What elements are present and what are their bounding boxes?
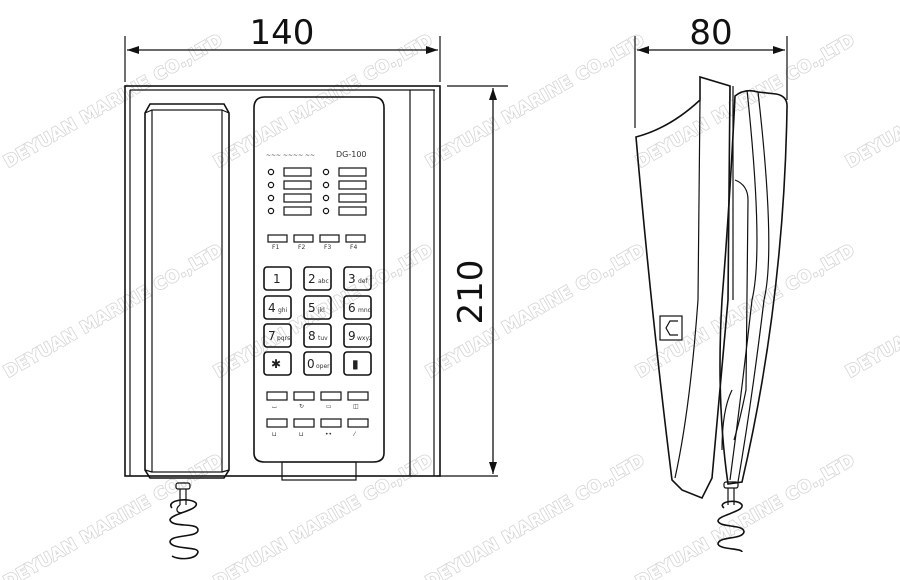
- height-dimension: 210: [437, 85, 508, 477]
- side-view: [635, 75, 788, 553]
- keypad-panel: ~~~ ~~~~ ~~ DG-100 F1 F2 F3 F4: [253, 96, 385, 481]
- handset-front: [144, 103, 230, 479]
- svg-text:9: 9: [348, 329, 356, 343]
- svg-text:⊔: ⊔: [299, 431, 304, 438]
- svg-text:5: 5: [308, 301, 316, 315]
- svg-text:⊔: ⊔: [272, 431, 277, 438]
- svg-text:jkl: jkl: [317, 307, 325, 314]
- coiled-cord-side: [717, 481, 745, 553]
- function-keys-top: F1 F2 F3 F4: [267, 234, 366, 251]
- model-label: DG-100: [336, 150, 367, 159]
- svg-text:✱: ✱: [271, 357, 281, 371]
- front-view: ~~~ ~~~~ ~~ DG-100 F1 F2 F3 F4: [124, 85, 441, 560]
- svg-text:wxyz: wxyz: [357, 335, 372, 342]
- svg-text:abc: abc: [318, 278, 329, 285]
- handset-side: [719, 89, 788, 485]
- svg-text:7: 7: [268, 329, 276, 343]
- svg-text:2: 2: [308, 272, 316, 286]
- svg-text:DEYUAN MARINE CO.,LTD: DEYUAN MARINE CO.,LTD: [1, 450, 227, 580]
- svg-text:⁄: ⁄: [352, 431, 357, 438]
- svg-text:F1: F1: [272, 244, 279, 251]
- svg-text:F3: F3: [324, 244, 331, 251]
- svg-text:DEYUAN MARINE CO.,LTD: DEYUAN MARINE CO.,LTD: [423, 30, 649, 172]
- function-keys-bottom: ⌴ ↻ ▭ ◫ ⊔ ⊔ •• ⁄: [266, 391, 369, 438]
- depth-value: 80: [689, 13, 732, 53]
- svg-text:1: 1: [273, 272, 281, 286]
- svg-text:8: 8: [308, 329, 316, 343]
- depth-dimension: 80: [634, 13, 788, 128]
- svg-text:DEYUAN MARINE CO.,LTD: DEYUAN MARINE CO.,LTD: [423, 450, 649, 580]
- svg-text:DEYUAN MARINE CO.,LTD: DEYUAN MARINE CO.,LTD: [211, 30, 437, 172]
- svg-text:DEYUAN MARINE CO.,LTD: DEYUAN MARINE CO.,LTD: [211, 450, 437, 580]
- svg-text:DEYUAN MARINE CO.,LTD: DEYUAN MARINE CO.,LTD: [1, 30, 227, 172]
- svg-text:▮: ▮: [352, 357, 359, 371]
- svg-text:••: ••: [325, 431, 332, 438]
- svg-text:4: 4: [268, 301, 276, 315]
- svg-text:F4: F4: [350, 244, 357, 251]
- hook-icon: [659, 315, 683, 341]
- svg-text:ghi: ghi: [278, 307, 288, 314]
- svg-text:oper: oper: [316, 363, 330, 370]
- svg-text:⌴: ⌴: [272, 403, 277, 410]
- height-value: 210: [451, 260, 491, 325]
- width-dimension: 140: [124, 13, 441, 82]
- svg-text:◫: ◫: [353, 403, 359, 410]
- svg-text:F2: F2: [298, 244, 305, 251]
- svg-text:↻: ↻: [299, 403, 304, 410]
- svg-text:DEYUAN MARINE CO.,LTD: DEYUAN MARINE CO.,LTD: [633, 30, 859, 172]
- svg-text:mno: mno: [358, 307, 372, 314]
- svg-text:6: 6: [348, 301, 356, 315]
- indicator-grid: [267, 167, 367, 216]
- width-value: 140: [250, 13, 315, 53]
- svg-text:▭: ▭: [326, 403, 332, 410]
- coiled-cord-front: [169, 482, 199, 560]
- brand-label: ~~~ ~~~~ ~~: [266, 152, 315, 159]
- svg-text:3: 3: [348, 272, 356, 286]
- svg-text:DEYUAN MARINE CO.,LTD: DEYUAN MARINE CO.,LTD: [1, 240, 227, 382]
- svg-text:tuv: tuv: [318, 335, 328, 342]
- svg-text:pqrs: pqrs: [277, 335, 290, 342]
- svg-text:0: 0: [307, 357, 315, 371]
- svg-text:def: def: [358, 278, 369, 285]
